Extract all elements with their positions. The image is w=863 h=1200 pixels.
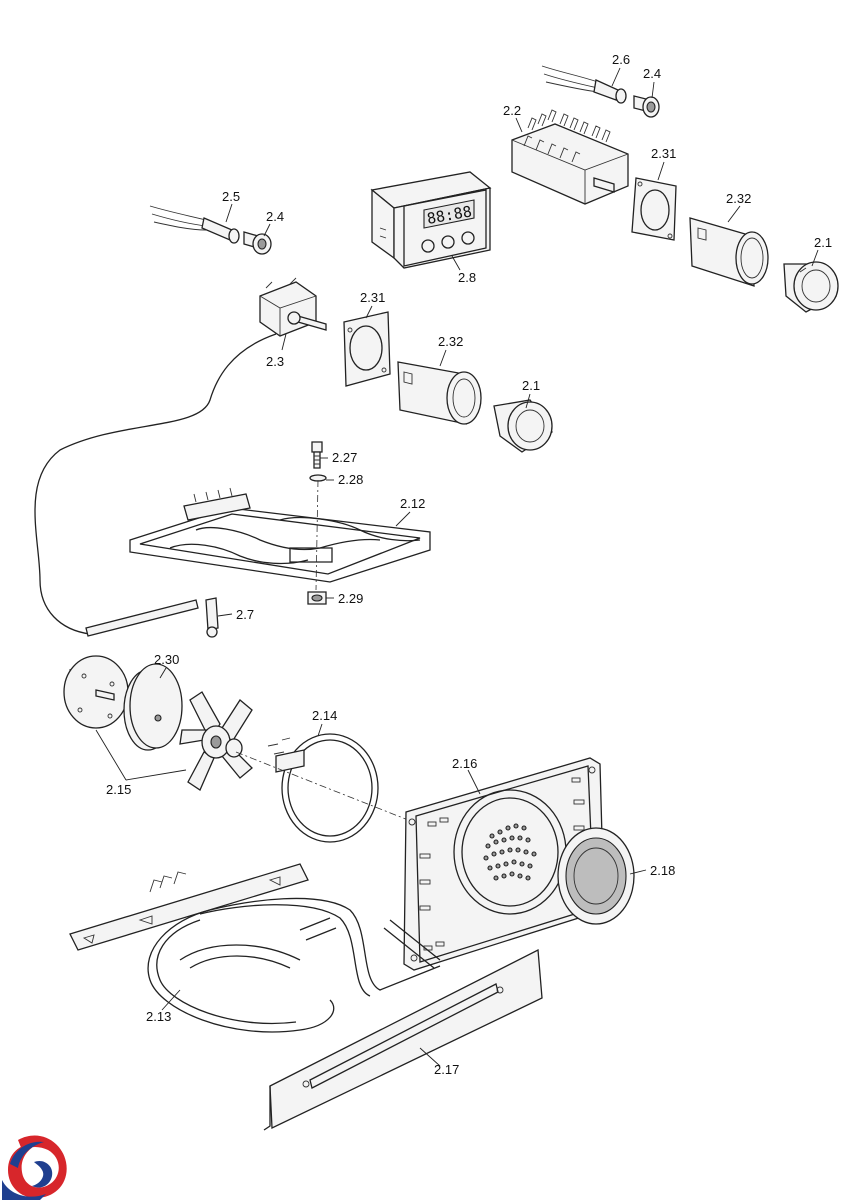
label-2-15: 2.15: [106, 782, 131, 797]
label-2-31-right: 2.31: [651, 146, 676, 161]
label-2-1-right: 2.1: [814, 235, 832, 250]
part-number-labels: 2.6 2.4 2.2 2.31 2.32 2.1 2.5 2.4 2.8 2.…: [106, 52, 832, 1077]
label-2-27: 2.27: [332, 450, 357, 465]
leader-lines: [95, 67, 819, 1067]
label-2-18: 2.18: [650, 863, 675, 878]
label-2-6: 2.6: [612, 52, 630, 67]
part-2-18-round-cover: [557, 827, 635, 925]
part-2-7-clip: [205, 597, 219, 638]
label-2-12: 2.12: [400, 496, 425, 511]
label-2-29: 2.29: [338, 591, 363, 606]
part-2-1-knob-middle: [493, 399, 553, 453]
label-2-4-left: 2.4: [266, 209, 284, 224]
label-2-14: 2.14: [312, 708, 337, 723]
part-2-30-insulating-plate: [123, 663, 183, 751]
part-2-13-bottom-element: [69, 863, 441, 1033]
part-2-32-sleeve-middle: [397, 361, 482, 425]
screw-axis: [315, 479, 319, 591]
label-2-2: 2.2: [503, 103, 521, 118]
part-2-17-side-rail: [263, 948, 543, 1131]
label-2-3: 2.3: [266, 354, 284, 369]
label-2-7: 2.7: [236, 607, 254, 622]
part-2-31-mounting-plate-middle: [343, 311, 391, 387]
label-2-32-middle: 2.32: [438, 334, 463, 349]
part-2-31-mounting-plate-right: [631, 177, 677, 241]
label-2-8: 2.8: [458, 270, 476, 285]
label-2-4-top: 2.4: [643, 66, 661, 81]
part-2-2-selector-switch: [511, 109, 629, 205]
label-2-32-right: 2.32: [726, 191, 751, 206]
part-2-15-fan-blade: [179, 691, 253, 791]
label-2-31-middle: 2.31: [360, 290, 385, 305]
part-2-4-lamp-holder-left: [243, 231, 272, 255]
part-2-6-wire-connector: [541, 65, 627, 104]
brand-swirl-icon: [2, 1135, 67, 1200]
part-2-27-screw: [311, 441, 323, 469]
part-2-29-nut: [307, 591, 327, 605]
label-2-30: 2.30: [154, 652, 179, 667]
part-2-32-sleeve-right: [689, 217, 769, 287]
part-2-12-grill-element: [129, 487, 431, 583]
part-2-15-fan-motor: [63, 655, 129, 729]
part-2-8-digital-timer: 88:88: [370, 171, 492, 269]
part-2-5-wire-connector: [149, 205, 240, 244]
label-2-1-middle: 2.1: [522, 378, 540, 393]
label-2-13: 2.13: [146, 1009, 171, 1024]
part-2-3-thermostat: [34, 277, 327, 637]
part-2-4-lamp-holder-top: [633, 95, 660, 118]
part-2-14-circular-element: [267, 733, 379, 843]
label-2-28: 2.28: [338, 472, 363, 487]
label-2-17: 2.17: [434, 1062, 459, 1077]
label-2-16: 2.16: [452, 756, 477, 771]
part-2-1-knob-right: [783, 261, 839, 313]
label-2-5: 2.5: [222, 189, 240, 204]
